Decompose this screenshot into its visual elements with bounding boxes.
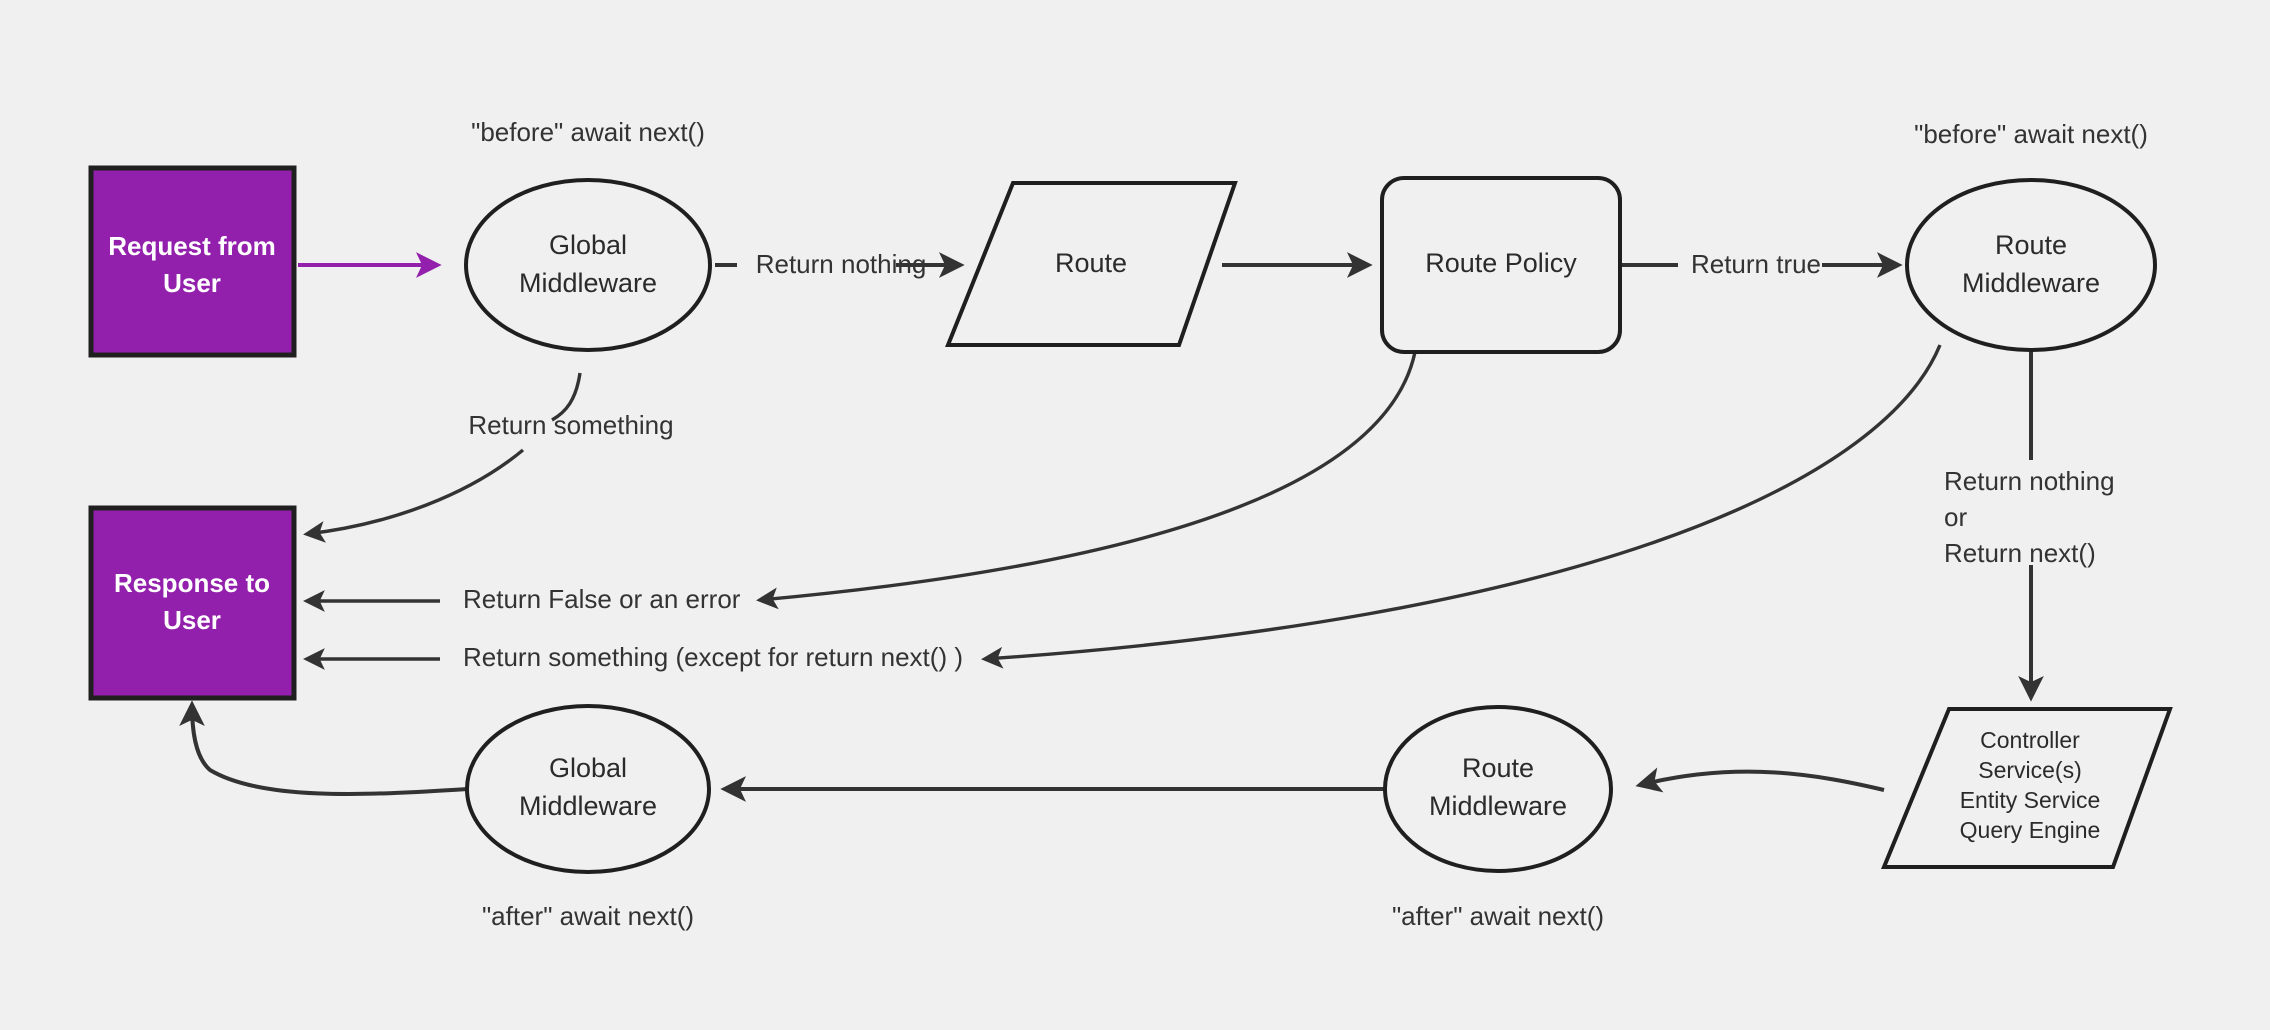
node-response-to-user[interactable] <box>88 505 297 701</box>
caption-global-before: "before" await next() <box>471 117 705 147</box>
edge-label-return-nothing-or-next-line3: Return next() <box>1944 538 2096 568</box>
request-from-user-label-line1: Request from <box>108 231 276 261</box>
controller-services-label-line3: Entity Service <box>1960 787 2101 813</box>
edge-global-middleware-to-response <box>307 372 582 534</box>
route-middleware-before-label-line2: Middleware <box>1962 268 2100 298</box>
edge-label-return-nothing-or-next-line1: Return nothing <box>1944 466 2115 496</box>
response-to-user-label-line1: Response to <box>114 568 270 598</box>
node-route-middleware-after[interactable] <box>1383 705 1613 873</box>
edge-label-return-false-or-error: Return False or an error <box>463 584 741 614</box>
node-global-middleware-after[interactable] <box>465 704 711 874</box>
global-middleware-before-label-line2: Middleware <box>519 268 657 298</box>
response-to-user-label-line2: User <box>163 605 221 635</box>
route-label: Route <box>1055 248 1127 278</box>
caption-route-middleware-after: "after" await next() <box>1392 901 1604 931</box>
route-policy-label: Route Policy <box>1425 248 1577 278</box>
edge-route-policy-to-response <box>756 351 1417 610</box>
route-middleware-before-label-line1: Route <box>1995 230 2067 260</box>
route-middleware-after-label-line2: Middleware <box>1429 791 1567 821</box>
edge-route-middleware-to-response <box>981 344 1942 669</box>
node-controller-services[interactable] <box>1881 707 2173 869</box>
controller-services-label-line2: Service(s) <box>1978 757 2082 783</box>
node-global-middleware-before[interactable] <box>464 178 712 352</box>
node-route[interactable] <box>945 181 1238 347</box>
edge-label-return-nothing-or-next-line2: or <box>1944 502 1967 532</box>
edge-global-middleware-after-to-response <box>179 700 469 796</box>
caption-global-after: "after" await next() <box>482 901 694 931</box>
node-request-from-user[interactable] <box>88 165 297 358</box>
caption-route-middleware-before: "before" await next() <box>1914 119 2148 149</box>
route-middleware-after-label-line1: Route <box>1462 753 1534 783</box>
node-route-middleware-before[interactable] <box>1905 178 2157 352</box>
edge-label-return-true: Return true <box>1691 249 1821 279</box>
controller-services-label-line1: Controller <box>1980 727 2080 753</box>
request-from-user-label-line2: User <box>163 268 221 298</box>
edge-label-return-something: Return something <box>468 410 673 440</box>
controller-services-label-line4: Query Engine <box>1960 817 2101 843</box>
node-route-policy[interactable] <box>1380 176 1622 354</box>
edge-controller-to-route-middleware-after <box>1635 767 1885 793</box>
edge-label-return-something-except-next: Return something (except for return next… <box>463 642 963 672</box>
global-middleware-after-label-line2: Middleware <box>519 791 657 821</box>
global-middleware-after-label-line1: Global <box>549 753 627 783</box>
edge-label-return-nothing: Return nothing <box>756 249 927 279</box>
global-middleware-before-label-line1: Global <box>549 230 627 260</box>
